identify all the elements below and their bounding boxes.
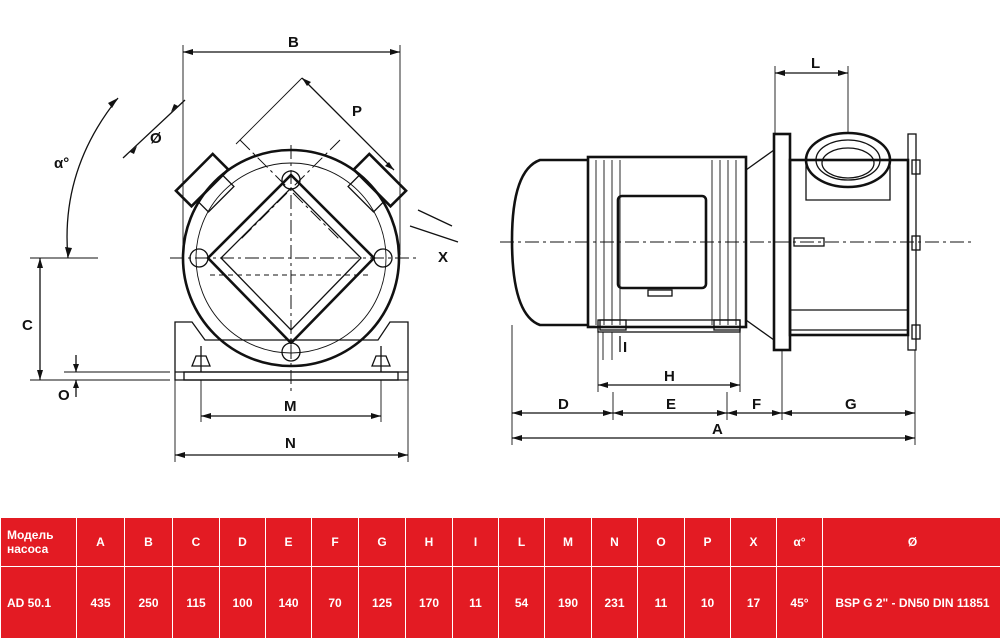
header-cell: P	[684, 517, 731, 567]
table-cell: 100	[219, 566, 266, 639]
header-cell: Ø	[822, 517, 1000, 567]
dim-label-p: P	[352, 103, 362, 120]
table-cell: 17	[730, 566, 777, 639]
table-cell: 435	[76, 566, 125, 639]
table-cell: 125	[358, 566, 406, 639]
table-cell: 54	[498, 566, 545, 639]
dim-label-g: G	[845, 396, 857, 413]
dim-label-b: B	[288, 34, 299, 51]
table-cell: 231	[591, 566, 638, 639]
dim-label-l: L	[811, 55, 820, 72]
header-cell: L	[498, 517, 545, 567]
table-cell: 11	[637, 566, 685, 639]
header-cell: D	[219, 517, 266, 567]
header-cell: A	[76, 517, 125, 567]
dim-label-h: H	[664, 368, 675, 385]
dim-label-d: D	[558, 396, 569, 413]
table-header-row: Модель насоса A B C D E F G H I L M N O …	[0, 517, 1000, 567]
header-cell: C	[172, 517, 220, 567]
table-cell: 170	[405, 566, 453, 639]
port-left	[174, 152, 235, 213]
inlet-port	[804, 131, 892, 201]
base-bolt-right	[371, 346, 391, 372]
header-cell: α°	[776, 517, 823, 567]
technical-drawing: B P Ø X α° C O	[22, 34, 975, 462]
table-cell: 11	[452, 566, 499, 639]
front-view: B P Ø X α° C O	[22, 34, 459, 462]
port-right	[347, 152, 408, 213]
dim-label-a: A	[712, 421, 723, 438]
side-view: L I H D E F G A	[500, 55, 975, 445]
table-cell: 140	[265, 566, 312, 639]
header-cell: M	[544, 517, 592, 567]
dim-label-diameter: Ø	[150, 130, 162, 147]
table-cell: AD 50.1	[0, 566, 77, 639]
table-cell: 10	[684, 566, 731, 639]
header-cell: B	[124, 517, 173, 567]
dim-label-i: I	[623, 339, 627, 356]
table-cell: 250	[124, 566, 173, 639]
spec-table: Модель насоса A B C D E F G H I L M N O …	[0, 517, 1000, 639]
header-cell: I	[452, 517, 499, 567]
table-cell: 70	[311, 566, 359, 639]
dim-label-f: F	[752, 396, 761, 413]
header-cell: O	[637, 517, 685, 567]
dim-label-m: M	[284, 398, 297, 415]
dim-label-x: X	[438, 249, 448, 266]
base-bolt-left	[191, 346, 211, 372]
table-cell: 115	[172, 566, 220, 639]
header-cell: Модель насоса	[0, 517, 77, 567]
header-cell: G	[358, 517, 406, 567]
table-cell: 45°	[776, 566, 823, 639]
dim-label-alpha: α°	[54, 155, 69, 172]
table-row: AD 50.1 435 250 115 100 140 70 125 170 1…	[0, 566, 1000, 639]
table-cell: BSP G 2" - DN50 DIN 11851	[822, 566, 1000, 639]
header-cell: N	[591, 517, 638, 567]
header-cell: F	[311, 517, 359, 567]
table-cell: 190	[544, 566, 592, 639]
dim-label-o: O	[58, 387, 70, 404]
dim-label-n: N	[285, 435, 296, 452]
header-cell: H	[405, 517, 453, 567]
header-cell: E	[265, 517, 312, 567]
dim-label-c: C	[22, 317, 33, 334]
header-cell: X	[730, 517, 777, 567]
dim-label-e: E	[666, 396, 676, 413]
